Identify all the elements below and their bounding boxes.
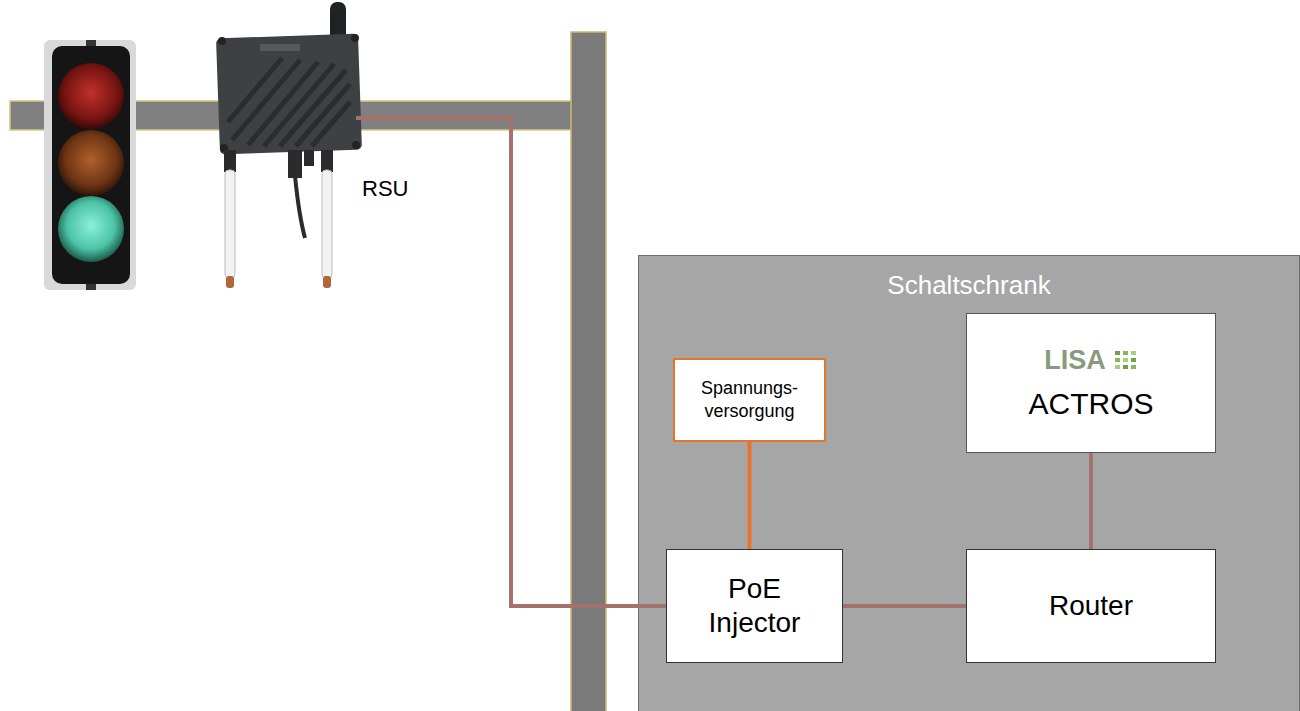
rsu-device	[216, 2, 362, 288]
node-label: Spannungs- versorgung	[691, 377, 809, 424]
connector-line	[843, 604, 966, 608]
poe-injector-box: PoE Injector	[666, 549, 843, 663]
cabinet-panel: SchaltschrankSpannungs- versorgung LISA AC…	[638, 255, 1300, 711]
router-box: Router	[966, 549, 1216, 663]
node-label: Router	[1049, 589, 1133, 623]
power-supply-box: Spannungs- versorgung	[673, 358, 826, 442]
node-label: LISA	[1044, 344, 1106, 376]
traffic-light	[44, 40, 136, 290]
node-label: Schaltschrank	[887, 270, 1050, 301]
controller-box: LISA ACTROS	[966, 313, 1216, 453]
device-label: RSU	[362, 176, 408, 202]
node-label: ACTROS	[1028, 386, 1153, 422]
connector-line	[748, 442, 752, 549]
vertical-pole	[571, 32, 606, 711]
logo-row: LISA	[1044, 344, 1138, 376]
ethernet-cable	[356, 118, 666, 606]
connector-line	[1089, 453, 1093, 549]
logo-grid-icon	[1114, 350, 1138, 370]
node-label: PoE Injector	[690, 572, 820, 639]
